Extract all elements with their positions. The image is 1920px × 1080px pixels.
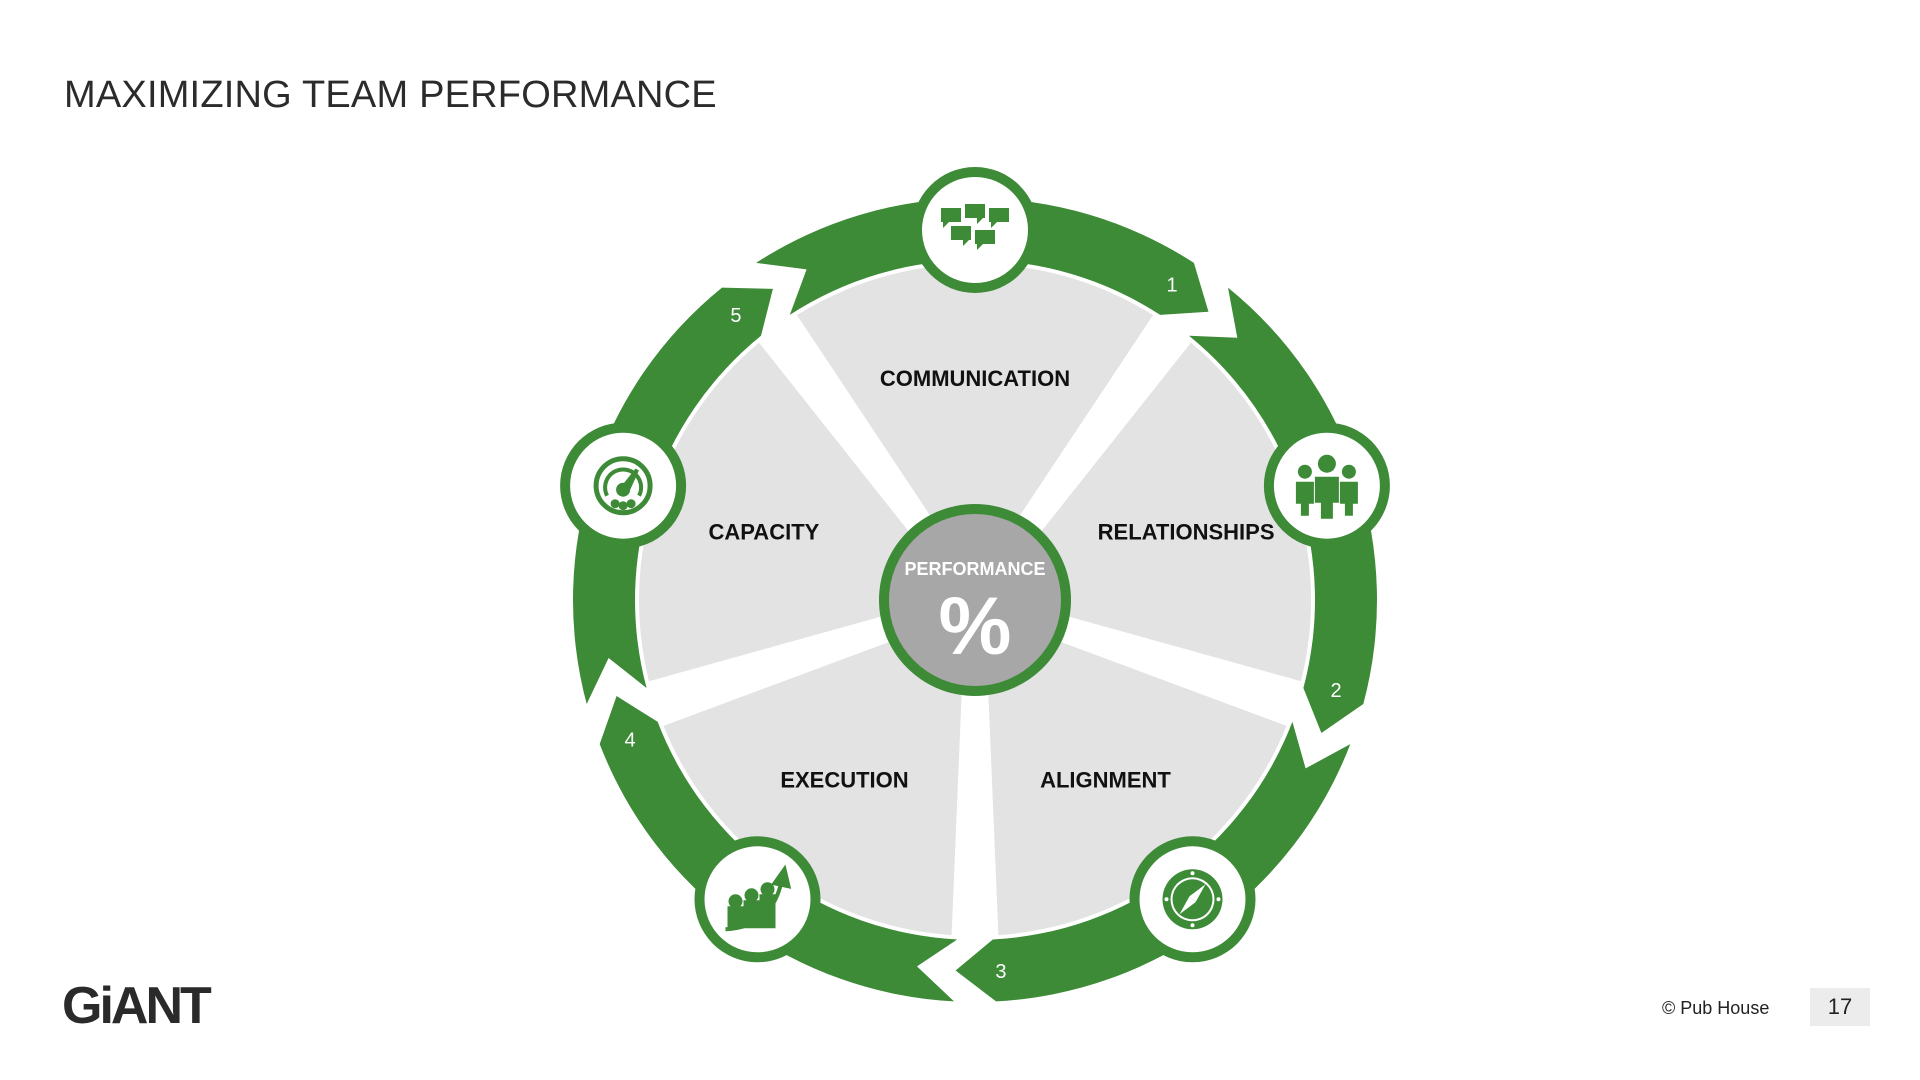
step-number-3: 3: [995, 961, 1006, 983]
compass-icon: [1162, 869, 1223, 930]
step-number-5: 5: [730, 305, 741, 327]
copyright-text: © Pub House: [1662, 998, 1770, 1018]
segment-wedge-5: [639, 342, 909, 682]
step-number-1: 1: [1167, 275, 1178, 297]
center-label: PERFORMANCE: [904, 559, 1045, 579]
ring-arrow-3: [955, 721, 1351, 1002]
speedometer-icon-marker: [560, 422, 687, 549]
compass-icon-marker: [1129, 836, 1256, 963]
step-number-2: 2: [1330, 680, 1341, 702]
ring-arrow-2: [1189, 287, 1377, 733]
segment-label-1: COMMUNICATION: [880, 366, 1070, 391]
center-hub-fill: [889, 514, 1061, 686]
slide-title: MAXIMIZING TEAM PERFORMANCE: [64, 74, 717, 116]
team-people-icon-marker: [1263, 422, 1390, 549]
segment-wedge-2: [1041, 342, 1311, 682]
step-number-4: 4: [625, 729, 636, 751]
segment-wedges: [639, 264, 1311, 936]
segment-wedge-4: [663, 642, 962, 936]
ring-arrow-5: [573, 287, 773, 704]
giant-logo: GiANT: [62, 977, 212, 1035]
speech-bubbles-icon-marker: [912, 167, 1038, 293]
segment-label-4: EXECUTION: [780, 768, 908, 793]
icon-circles: [560, 167, 1390, 963]
segment-wedge-1: [796, 264, 1154, 516]
segment-label-2: RELATIONSHIPS: [1098, 519, 1275, 544]
segment-label-5: CAPACITY: [708, 519, 819, 544]
segment-wedge-3: [988, 642, 1287, 936]
center-hub: PERFORMANCE %: [879, 504, 1071, 696]
segment-label-3: ALIGNMENT: [1040, 768, 1171, 793]
growth-people-icon-marker: [694, 836, 821, 963]
page-number: 17: [1810, 988, 1870, 1026]
percent-symbol: %: [939, 581, 1012, 672]
ring-arrow-4: [599, 696, 958, 1002]
